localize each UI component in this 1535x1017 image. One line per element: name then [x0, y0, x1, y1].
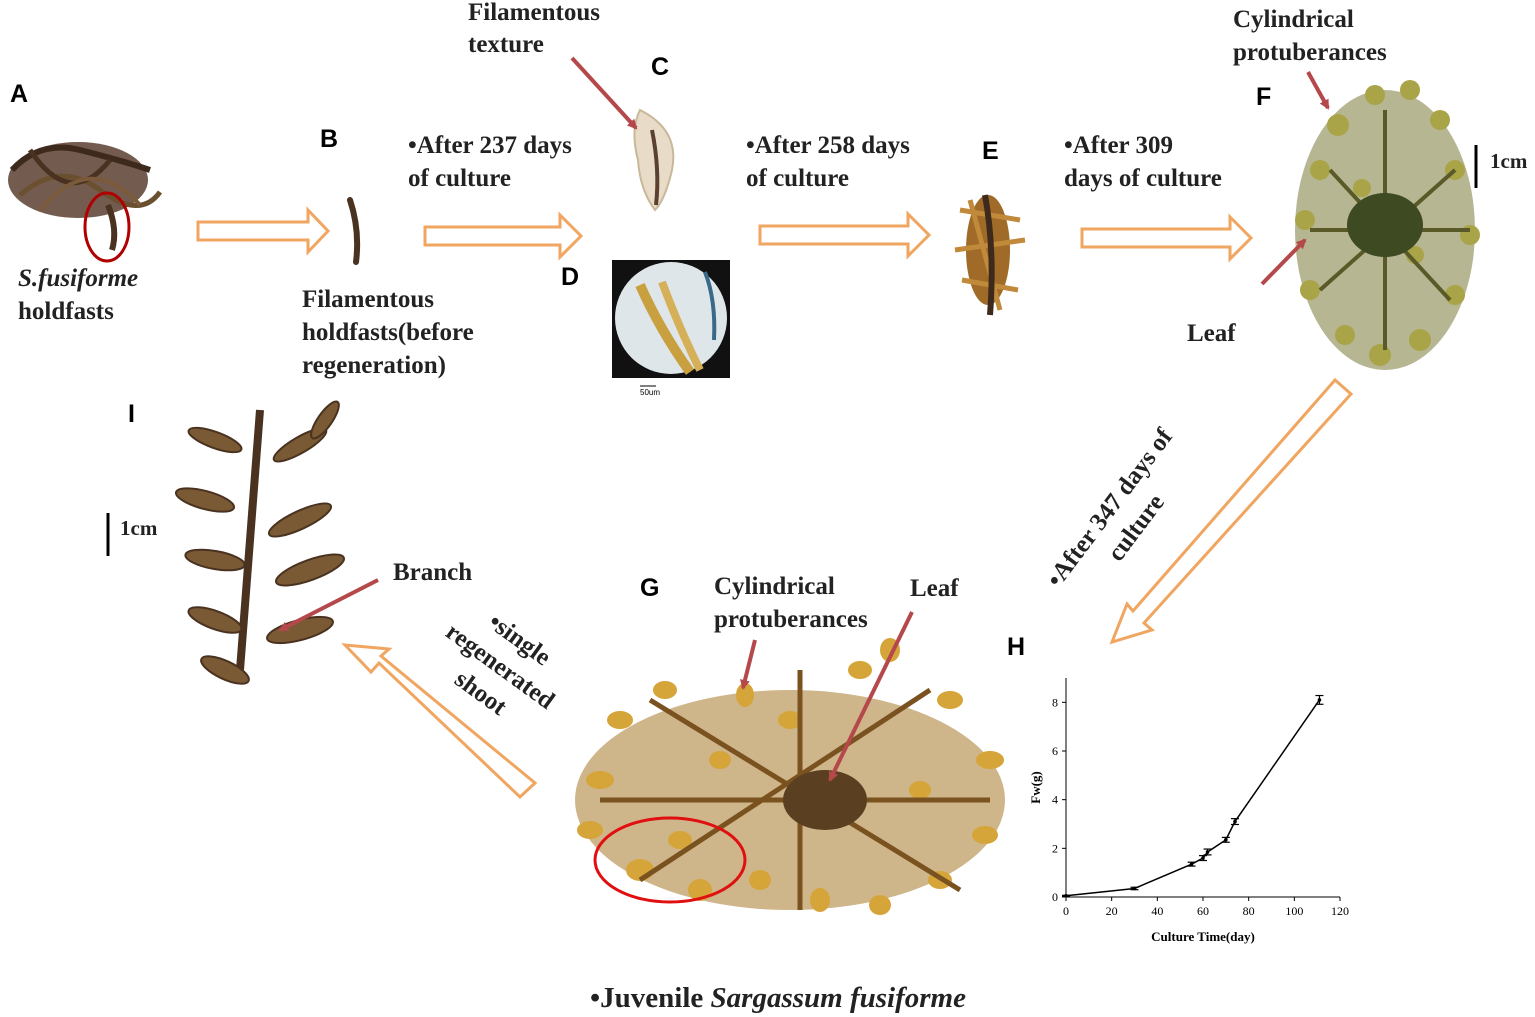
step-258-line2: of culture — [746, 165, 849, 192]
pointer-cylindrical-f — [1306, 71, 1330, 110]
x-tick-label: 0 — [1063, 904, 1069, 918]
photo-b-filament — [347, 197, 361, 265]
panel-letter-g: G — [640, 574, 660, 602]
photo-g-specimen — [575, 638, 1005, 915]
step-258-line1: •After 258 days — [746, 132, 910, 159]
photo-a-holdfast-tangle — [8, 142, 163, 251]
panel-letter-a: A — [10, 80, 29, 108]
arrow-c-to-e — [758, 210, 932, 260]
pointer-cylindrical-g — [740, 639, 757, 690]
label-scale-i: 1cm — [120, 516, 158, 540]
arrow-b-to-c — [423, 211, 584, 261]
x-tick-label: 40 — [1151, 904, 1163, 918]
label-filamentous-holdfasts-line3: regeneration) — [302, 352, 446, 379]
label-cylindrical-f-line1: Cylindrical — [1233, 6, 1354, 33]
step-309-line2: days of culture — [1064, 165, 1222, 192]
step-309-line1: •After 309 — [1064, 132, 1173, 159]
arrow-a-to-b — [196, 206, 331, 256]
photo-c-specimen — [633, 108, 675, 212]
pointer-leaf-g — [828, 611, 914, 782]
x-tick-label: 80 — [1243, 904, 1255, 918]
footer-prefix: •Juvenile — [590, 982, 711, 1014]
step-237-line1: •After 237 days — [408, 132, 572, 159]
x-tick-label: 120 — [1331, 904, 1349, 918]
label-micro-scale: 50um — [640, 388, 661, 397]
data-point — [1317, 698, 1322, 702]
y-tick-label: 2 — [1052, 841, 1058, 855]
y-tick-label: 4 — [1052, 793, 1058, 807]
arrow-g-to-i — [341, 643, 538, 800]
panel-letter-f: F — [1256, 83, 1272, 111]
y-tick-label: 0 — [1052, 890, 1058, 904]
data-point — [1224, 838, 1228, 842]
panel-letter-e: E — [982, 137, 999, 165]
step-237-line2: of culture — [408, 165, 511, 192]
data-point — [1064, 893, 1068, 898]
photo-f-specimen — [1295, 80, 1480, 370]
x-tick-label: 100 — [1285, 904, 1303, 918]
panel-letter-h: H — [1007, 633, 1026, 661]
panel-letter-i: I — [128, 400, 135, 428]
data-point — [1189, 862, 1194, 866]
panel-letter-b: B — [320, 125, 339, 153]
label-cylindrical-g-line1: Cylindrical — [714, 573, 835, 600]
arrow-f-to-h — [1109, 377, 1354, 645]
data-point — [1132, 886, 1137, 891]
pointer-filamentous-texture — [570, 56, 638, 130]
panel-letter-c: C — [651, 53, 670, 81]
label-cylindrical-f-line2: protuberances — [1233, 39, 1387, 66]
data-point — [1201, 856, 1205, 860]
footer-caption: •Juvenile Sargassum fusiforme — [590, 980, 966, 1016]
photo-d-microscope — [612, 260, 730, 387]
pointer-branch — [278, 578, 379, 632]
label-filamentous-holdfasts-line1: Filamentous — [302, 286, 434, 313]
data-point — [1205, 850, 1210, 854]
highlight-circle-g — [593, 816, 747, 904]
label-filamentous-texture-line1: Filamentous — [468, 0, 600, 26]
footer-species: Sargassum fusiforme — [710, 982, 966, 1014]
data-point — [1233, 819, 1237, 824]
x-tick-label: 20 — [1106, 904, 1118, 918]
label-leaf-g: Leaf — [910, 575, 959, 602]
y-tick-label: 8 — [1052, 695, 1058, 709]
x-tick-label: 60 — [1197, 904, 1209, 918]
x-axis-label: Culture Time(day) — [1151, 929, 1255, 944]
photo-i-specimen — [174, 400, 346, 685]
label-cylindrical-g-line2: protuberances — [714, 606, 868, 633]
photo-e-specimen — [954, 194, 1026, 316]
label-species-italic: S.fusiforme — [18, 265, 139, 292]
panel-letter-d: D — [561, 263, 580, 291]
y-axis-label: Fw(g) — [1028, 771, 1043, 804]
arrow-e-to-f — [1080, 213, 1254, 263]
label-filamentous-holdfasts-line2: holdfasts(before — [302, 319, 474, 346]
label-scale-f: 1cm — [1490, 149, 1528, 173]
highlight-circle-a — [83, 191, 131, 263]
label-filamentous-texture-line2: texture — [468, 31, 544, 58]
y-tick-label: 6 — [1052, 744, 1058, 758]
label-leaf-f: Leaf — [1187, 320, 1236, 347]
pointer-leaf-f — [1260, 238, 1307, 286]
label-branch: Branch — [393, 559, 473, 586]
label-holdfasts: holdfasts — [18, 298, 114, 325]
